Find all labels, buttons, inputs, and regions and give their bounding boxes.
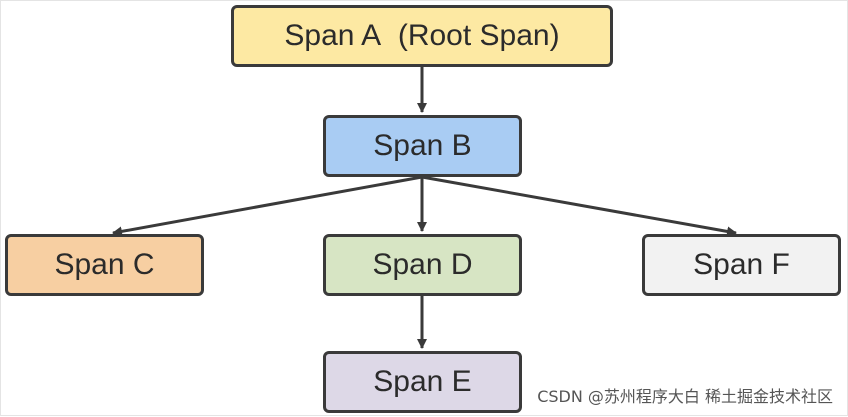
node-span-e: Span E <box>323 351 522 413</box>
watermark-text: CSDN @苏州程序大白 稀土掘金技术社区 <box>537 387 833 406</box>
node-span-b: Span B <box>323 115 522 177</box>
edge-b-to-c <box>112 175 423 237</box>
node-span-d: Span D <box>323 234 522 296</box>
node-span-c: Span C <box>5 234 204 296</box>
edge-b-to-f <box>421 175 737 237</box>
node-span-a-root: Span A (Root Span) <box>231 5 613 67</box>
node-span-f: Span F <box>642 234 841 296</box>
